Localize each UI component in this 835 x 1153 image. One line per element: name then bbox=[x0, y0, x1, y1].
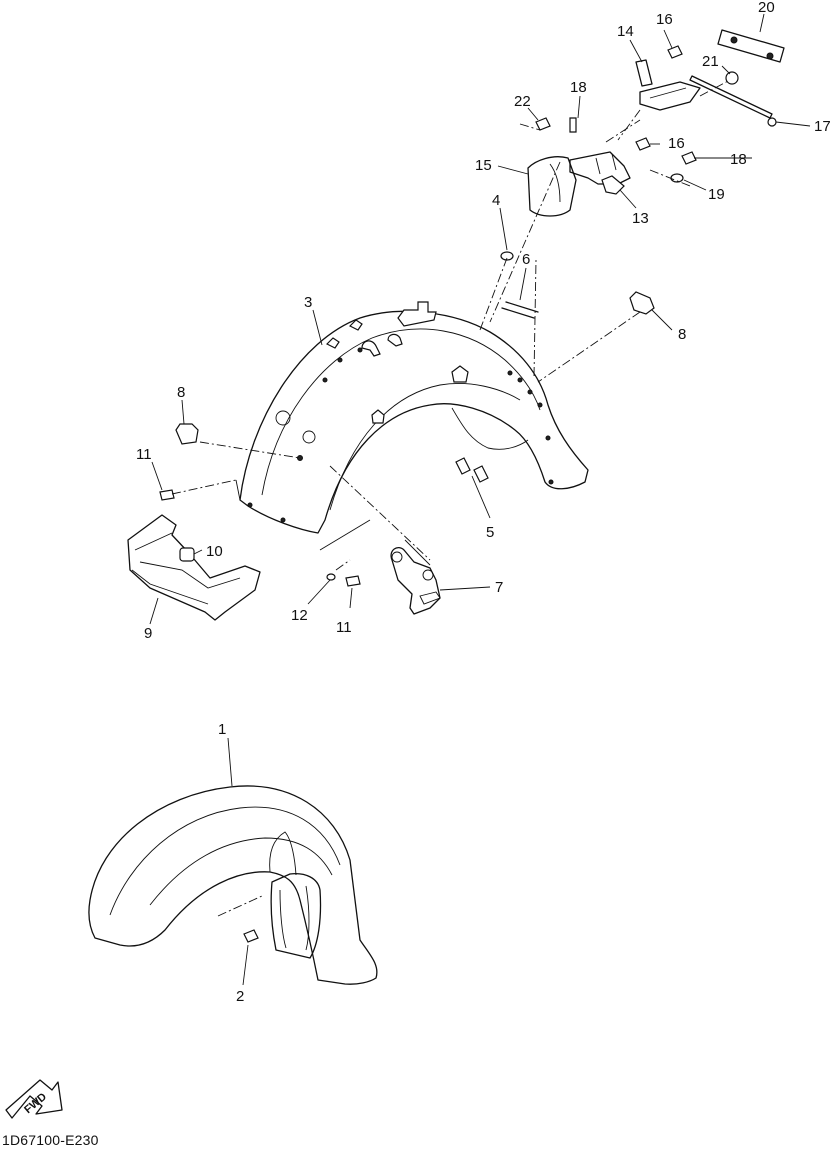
callout-16b: 16 bbox=[668, 135, 685, 152]
callout-11b: 11 bbox=[336, 619, 352, 636]
rear-flap bbox=[127, 514, 261, 621]
fwd-arrow-icon: FWD bbox=[5, 1079, 63, 1119]
callout-1: 1 bbox=[218, 721, 226, 738]
callout-6: 6 bbox=[522, 251, 530, 268]
callout-18a: 18 bbox=[570, 79, 587, 96]
callout-5: 5 bbox=[486, 524, 494, 541]
callout-7: 7 bbox=[495, 579, 503, 596]
callout-8b: 8 bbox=[678, 326, 686, 343]
callout-3: 3 bbox=[304, 294, 312, 311]
callout-12: 12 bbox=[291, 607, 308, 624]
callout-22: 22 bbox=[514, 93, 531, 110]
callout-19: 19 bbox=[708, 186, 725, 203]
callout-labels: 1 2 3 4 5 6 7 8 8 9 10 11 11 12 13 14 15… bbox=[136, 0, 831, 1005]
license-bracket-group bbox=[527, 29, 785, 217]
callout-2: 2 bbox=[236, 988, 244, 1005]
hardware bbox=[159, 251, 655, 943]
callout-16a: 16 bbox=[656, 11, 673, 28]
callout-15: 15 bbox=[475, 157, 492, 174]
assembly-lines bbox=[171, 79, 731, 917]
rear-fender bbox=[239, 301, 589, 534]
callout-9: 9 bbox=[144, 625, 152, 642]
callout-8a: 8 bbox=[177, 384, 185, 401]
callout-20: 20 bbox=[758, 0, 775, 16]
callout-18b: 18 bbox=[730, 151, 747, 168]
callout-10: 10 bbox=[206, 543, 223, 560]
callout-11a: 11 bbox=[136, 446, 152, 463]
leader-lines bbox=[149, 13, 811, 986]
callout-4: 4 bbox=[492, 192, 500, 209]
callout-14: 14 bbox=[617, 23, 634, 40]
front-fender bbox=[88, 785, 378, 985]
diagram-code: 1D67100-E230 bbox=[2, 1132, 99, 1148]
bracket-7 bbox=[390, 546, 441, 615]
callout-13: 13 bbox=[632, 210, 649, 227]
callout-17: 17 bbox=[814, 118, 831, 135]
callout-21: 21 bbox=[702, 53, 719, 70]
